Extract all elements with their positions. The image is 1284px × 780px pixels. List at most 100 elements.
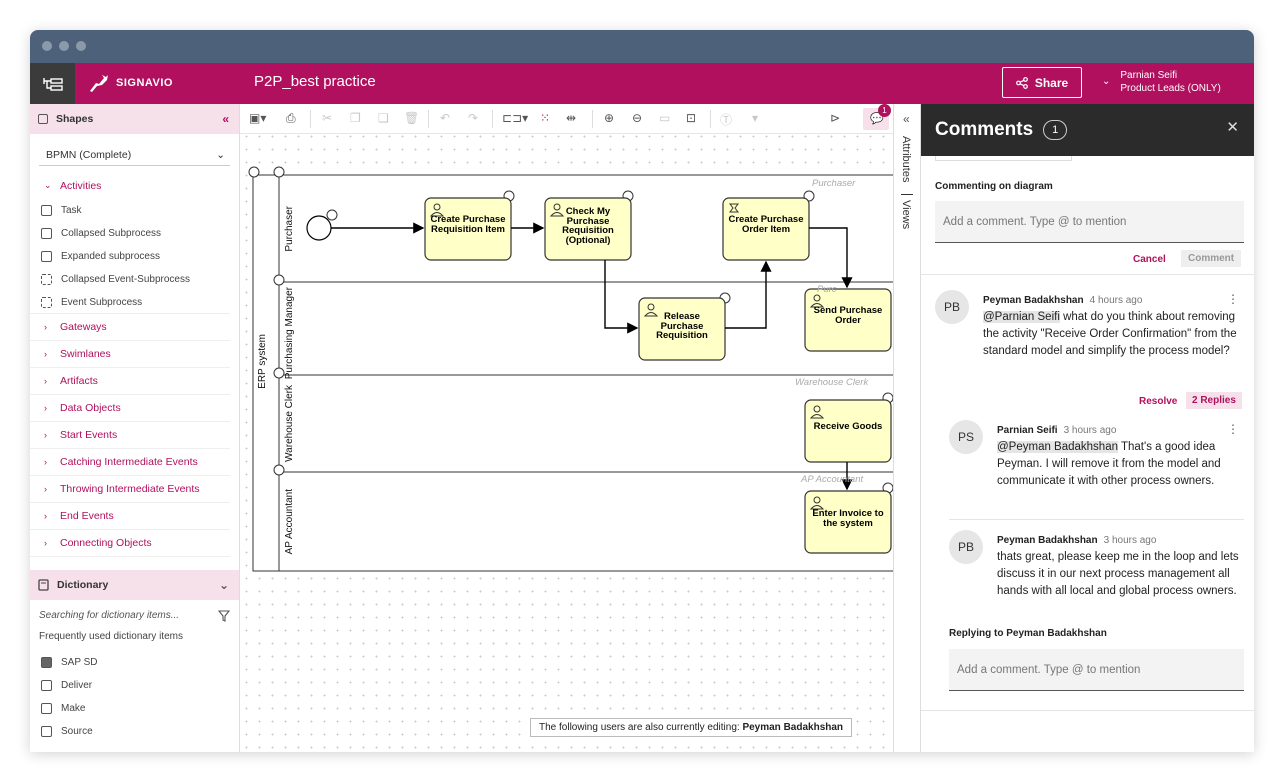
task-label[interactable]: Check My Purchase Requisition (Optional)	[562, 206, 614, 246]
task-label[interactable]: Create Purchase Order Item	[728, 214, 804, 235]
shape-label: Task	[61, 205, 82, 216]
user-menu[interactable]: ⌄ Parnian Seifi Product Leads (ONLY)	[1102, 69, 1221, 95]
undo-icon[interactable]: ↶	[440, 111, 451, 125]
category-label: Throwing Intermediate Events	[60, 483, 200, 495]
paste-icon[interactable]: ❏	[378, 111, 389, 125]
signavio-logo[interactable]: SIGNAVIO	[88, 73, 173, 93]
zoom-fit-icon[interactable]: ▭	[659, 111, 671, 125]
category-connecting-objects[interactable]: ›Connecting Objects	[30, 530, 230, 557]
task-receive-goods	[804, 399, 892, 463]
chevron-down-icon[interactable]: ▾	[752, 111, 759, 125]
share-button[interactable]: Share	[1002, 67, 1082, 98]
dictionary-search-input[interactable]: Searching for dictionary items...	[39, 610, 230, 628]
collapsed-event-subprocess-icon	[41, 274, 52, 285]
delete-icon[interactable]: 🗑	[404, 111, 420, 125]
print-icon[interactable]: ⎙	[286, 111, 296, 125]
category-artifacts[interactable]: ›Artifacts	[30, 368, 230, 395]
window-minimize-dot[interactable]	[59, 41, 69, 51]
category-label: Start Events	[60, 429, 118, 441]
task-label[interactable]: Receive Goods	[813, 421, 883, 432]
resolve-button[interactable]: Resolve	[1139, 396, 1178, 407]
zoom-in-icon[interactable]: ⊕	[604, 111, 615, 125]
shape-expanded-subprocess[interactable]: Expanded subprocess	[30, 245, 239, 268]
collapse-panel-icon[interactable]: «	[222, 112, 229, 126]
cut-icon[interactable]: ✂	[322, 111, 333, 125]
comment-input[interactable]: Add a comment. Type @ to mention	[935, 201, 1244, 243]
category-data-objects[interactable]: ›Data Objects	[30, 395, 230, 422]
grid-select-icon[interactable]: ⁙	[540, 111, 551, 125]
dict-item-source[interactable]: Source	[30, 720, 239, 743]
shapes-title: Shapes	[56, 113, 94, 125]
category-gateways[interactable]: › Gateways	[30, 314, 230, 341]
shape-task[interactable]: Task	[30, 199, 239, 222]
user-task-icons	[429, 203, 825, 510]
mention[interactable]: @Parnian Seifi	[983, 311, 1060, 323]
save-icon[interactable]: ▣▾	[249, 111, 267, 125]
align-icon[interactable]: ⊏⊐▾	[502, 111, 529, 125]
share-label: Share	[1034, 75, 1069, 90]
zoom-out-icon[interactable]: ⊖	[632, 111, 643, 125]
tab-attributes[interactable]: Attributes	[900, 136, 912, 183]
comment-author: Peyman Badakhshan	[997, 535, 1098, 546]
close-icon[interactable]: ✕	[1226, 119, 1239, 136]
category-catching-intermediate-events[interactable]: ›Catching Intermediate Events	[30, 449, 230, 476]
task-label[interactable]: Create Purchase Requisition Item	[430, 214, 506, 235]
chevron-down-icon[interactable]: ⌄	[218, 578, 229, 592]
panel-toggle-icon[interactable]: ⊳	[830, 111, 841, 125]
expand-sidebar-icon[interactable]: «	[903, 112, 910, 126]
category-throwing-intermediate-events[interactable]: ›Throwing Intermediate Events	[30, 476, 230, 503]
mention[interactable]: @Peyman Badakhshan	[997, 441, 1118, 453]
shapes-panel-header[interactable]: Shapes «	[30, 104, 239, 134]
user-name: Parnian Seifi	[1120, 70, 1178, 81]
cancel-button[interactable]: Cancel	[1133, 254, 1166, 265]
dict-item-make[interactable]: Make	[30, 697, 239, 720]
replies-button[interactable]: 2 Replies	[1186, 392, 1242, 409]
category-label: Connecting Objects	[60, 537, 152, 549]
task-label[interactable]: Release Purchase Requisition	[656, 311, 708, 341]
avatar: PB	[935, 290, 969, 324]
window-zoom-dot[interactable]	[76, 41, 86, 51]
filter-icon[interactable]	[218, 610, 230, 622]
chevron-down-icon: ⌄	[1102, 76, 1111, 87]
text-format-icon[interactable]: Ⓣ	[720, 113, 733, 127]
task-label[interactable]: Enter Invoice to the system	[812, 508, 884, 529]
distribute-icon[interactable]: ⇹	[566, 111, 577, 125]
more-options-icon[interactable]: ⋮	[1227, 292, 1239, 306]
dict-item-sap-sd[interactable]: SAP SD	[30, 651, 239, 674]
lane-label-purchasing-manager: Purchasing Manager	[284, 287, 295, 380]
book-icon	[38, 579, 49, 591]
chevron-right-icon: ›	[44, 322, 47, 332]
tab-views[interactable]: Views	[900, 200, 912, 230]
diagram-canvas[interactable]: ▣▾ ⎙ ✂ ❐ ❏ 🗑 ↶ ↷ ⊏⊐▾ ⁙ ⇹ ⊕ ⊖ ▭ ⊡ Ⓣ ▾ ⊳ 💬	[240, 104, 893, 752]
task-send-po	[804, 288, 892, 352]
category-activities[interactable]: ⌄ Activities	[30, 172, 230, 199]
shape-event-subprocess[interactable]: Event Subprocess	[30, 291, 230, 314]
redo-icon[interactable]: ↷	[468, 111, 479, 125]
category-label: Gateways	[60, 321, 107, 333]
more-options-icon[interactable]: ⋮	[1227, 422, 1239, 436]
copy-icon[interactable]: ❐	[350, 111, 361, 125]
toolbar-divider	[492, 110, 493, 128]
dict-item-deliver[interactable]: Deliver	[30, 674, 239, 697]
palette-select[interactable]: BPMN (Complete) ⌄	[39, 144, 230, 166]
shape-collapsed-event-subprocess[interactable]: Collapsed Event-Subprocess	[30, 268, 239, 291]
category-swimlanes[interactable]: ›Swimlanes	[30, 341, 230, 368]
dictionary-panel-header[interactable]: Dictionary ⌄	[30, 570, 239, 600]
shape-collapsed-subprocess[interactable]: Collapsed Subprocess	[30, 222, 239, 245]
window-close-dot[interactable]	[42, 41, 52, 51]
task-label[interactable]: Send Purchase Order	[813, 305, 883, 326]
avatar: PB	[949, 530, 983, 564]
co-editing-prefix: The following users are also currently e…	[539, 722, 743, 733]
comments-toggle-button[interactable]: 💬 1	[863, 104, 891, 130]
divider	[921, 710, 1254, 711]
comment-button[interactable]: Comment	[1181, 250, 1242, 267]
comments-title: Comments	[935, 119, 1034, 140]
category-end-events[interactable]: ›End Events	[30, 503, 230, 530]
reply-input[interactable]: Add a comment. Type @ to mention	[949, 649, 1244, 691]
zoom-reset-icon[interactable]: ⊡	[686, 111, 697, 125]
explorer-home-button[interactable]	[30, 63, 75, 104]
category-start-events[interactable]: › Start Events	[30, 422, 230, 449]
chevron-right-icon: ›	[44, 430, 47, 440]
